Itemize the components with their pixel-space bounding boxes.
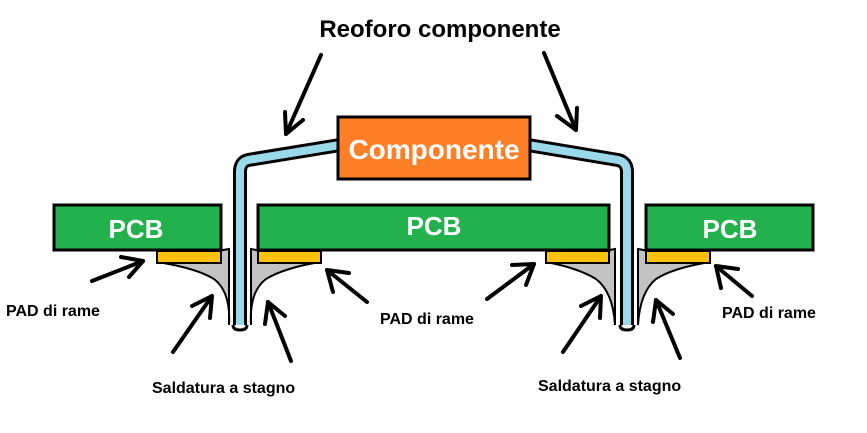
pcb-label-center: PCB	[407, 211, 462, 241]
copper-pad-4	[645, 250, 711, 264]
solder-fillet-left	[156, 247, 231, 326]
lead-left-fill	[236, 141, 341, 325]
arrow-solder-left-2	[263, 300, 293, 363]
arrow-solder-left-1	[171, 294, 214, 354]
arrow-solder-right-1	[561, 294, 603, 354]
solder-fillet-left-inner	[249, 247, 321, 326]
arrow-pad-right	[714, 264, 754, 298]
pcb-label-right: PCB	[703, 214, 758, 244]
pcb-block-left	[52, 203, 223, 252]
copper-pad-3	[545, 250, 610, 264]
component-body	[336, 115, 532, 181]
arrow-title-right	[542, 51, 579, 132]
pcb-label-left: PCB	[109, 214, 164, 244]
arrow-title-left	[283, 53, 323, 136]
pad-label-right: PAD di rame	[722, 305, 816, 322]
pcb-block-center	[256, 203, 611, 252]
lead-right-fill	[527, 141, 631, 325]
arrow-pad-center-left	[325, 268, 369, 304]
solder-fillet-right	[545, 247, 616, 326]
component-label: Componente	[348, 134, 519, 165]
solder-fillet-right-inner	[637, 247, 711, 326]
copper-pad-1	[156, 250, 222, 264]
solder-label-right: Saldatura a stagno	[538, 378, 681, 395]
arrow-solder-right-2	[651, 298, 682, 360]
pad-label-center: PAD di rame	[380, 311, 474, 328]
lead-tip-left	[231, 324, 249, 332]
arrow-pad-left	[90, 255, 145, 283]
lead-tip-right	[618, 324, 636, 332]
pcb-block-right	[644, 203, 815, 252]
solder-label-left: Saldatura a stagno	[152, 380, 295, 397]
pad-label-left: PAD di rame	[6, 303, 100, 320]
title-label: Reoforo componente	[319, 16, 560, 43]
arrow-pad-center-right	[485, 262, 536, 301]
copper-pad-2	[257, 250, 322, 264]
